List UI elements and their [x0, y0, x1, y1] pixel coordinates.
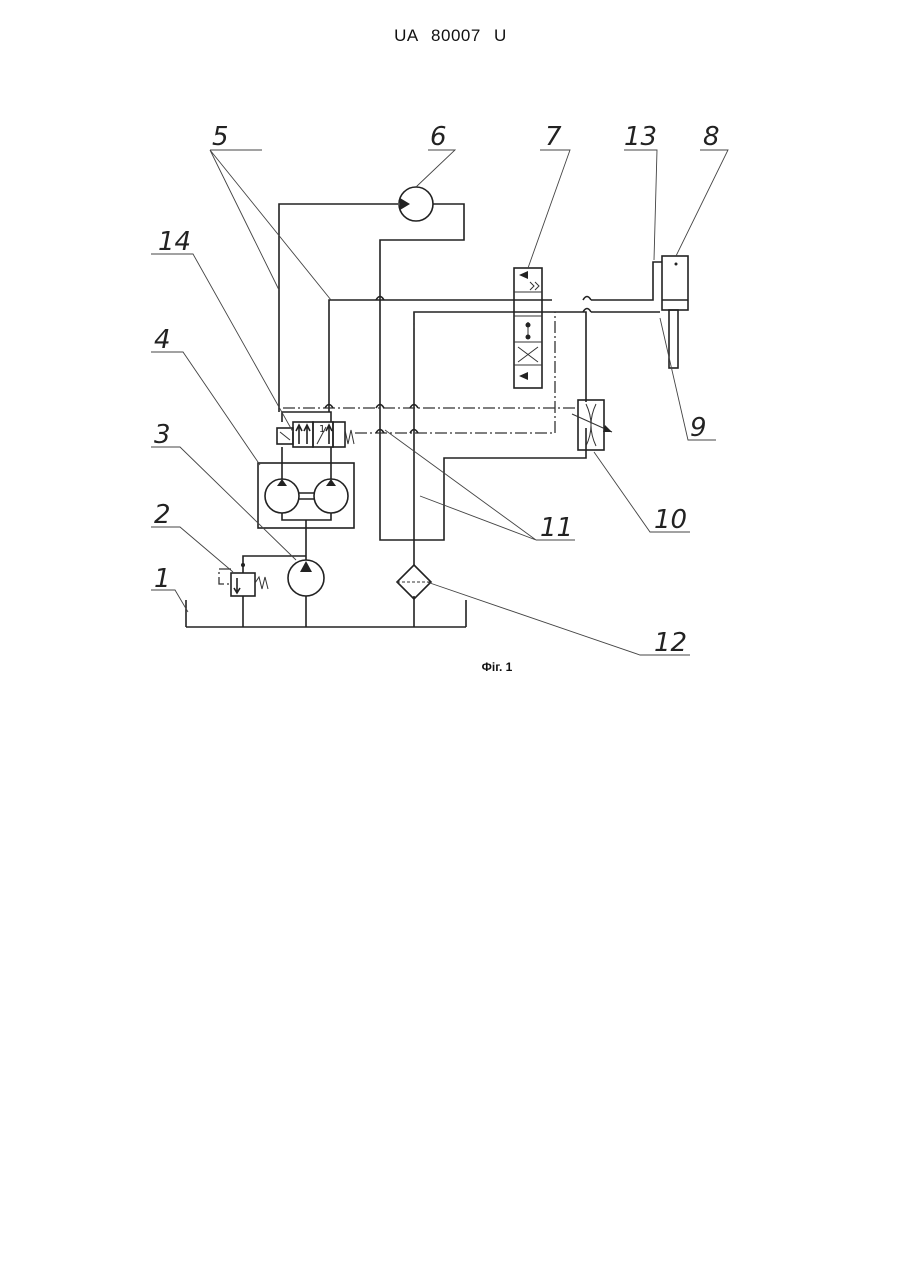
control-valve-7 — [514, 268, 542, 388]
label-9: 9 — [690, 413, 707, 443]
label-7: 7 — [545, 122, 562, 152]
label-11: 11 — [540, 513, 573, 543]
label-2: 2 — [154, 500, 171, 530]
label-14: 14 — [158, 227, 191, 257]
valve-position-mark: 1 — [319, 424, 325, 435]
motor-supply-lines — [279, 204, 552, 412]
figure-caption: Фіг. 1 — [0, 660, 901, 674]
label-5: 5 — [212, 122, 229, 152]
label-1: 1 — [154, 564, 171, 594]
label-13: 13 — [624, 122, 657, 152]
pump — [288, 528, 324, 596]
label-12: 12 — [654, 628, 687, 658]
label-3: 3 — [154, 420, 171, 450]
flow-divider — [258, 455, 354, 528]
label-8: 8 — [703, 122, 720, 152]
label-4: 4 — [154, 325, 171, 355]
pilot-lines — [283, 312, 576, 433]
label-10: 10 — [654, 505, 687, 535]
directional-valve-14: 1 — [277, 412, 354, 455]
throttle-valve — [572, 400, 612, 450]
filter — [397, 540, 431, 599]
return-line-11 — [414, 312, 660, 540]
tank-line — [186, 596, 466, 627]
part-numbers: 1 2 3 4 5 6 7 8 9 10 11 12 13 14 — [154, 122, 720, 658]
line-crossings — [325, 297, 591, 434]
label-6: 6 — [430, 122, 447, 152]
